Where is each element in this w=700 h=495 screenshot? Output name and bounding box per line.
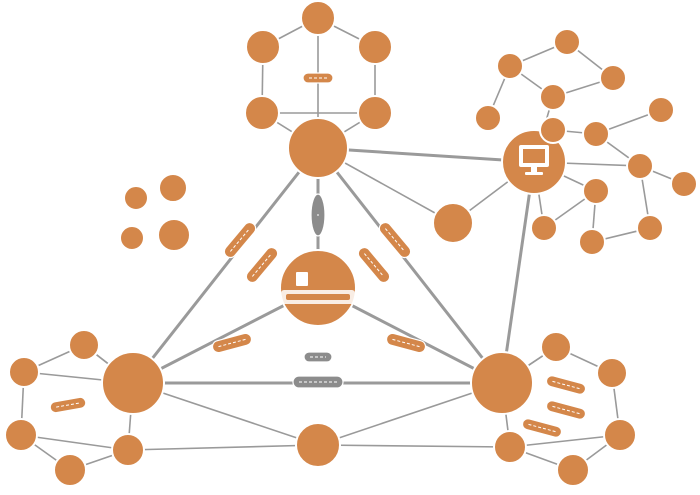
node-lf5 [111,433,145,467]
node-r8 [647,96,675,124]
node-lf1 [68,329,100,361]
connector-pills-layer [49,72,587,438]
node-lf2 [8,356,40,388]
icons-layer [281,145,549,304]
connector-pill-7 [385,332,427,354]
connector-pill-13 [521,418,563,438]
node-l2 [123,185,149,211]
connector-pill-12 [545,400,587,420]
node-t5 [357,95,393,131]
connector-pill-11 [545,375,587,395]
node-rb5 [493,430,527,464]
edge-rt-right [500,161,536,384]
node-r5 [474,104,502,132]
edge-top-rt [317,146,535,164]
edge-bm-right [317,382,503,446]
connector-pill-10 [49,396,87,414]
connector-pill-2 [223,221,257,259]
edge-top-right [316,147,504,384]
node-r1 [496,52,524,80]
node-r7 [582,120,610,148]
monitor-icon [519,145,549,175]
node-t4 [244,95,280,131]
connector-pill-1 [310,193,326,237]
node-bm [295,422,341,468]
node-lf3 [4,418,38,452]
connector-pill-0 [302,72,334,84]
node-t1 [300,0,336,36]
node-left [101,351,165,415]
edge-bm-rb5 [317,444,511,448]
node-r2 [553,28,581,56]
node-l4 [119,225,145,251]
edge-lf5-bm [127,444,319,451]
node-r11 [582,177,610,205]
node-right [470,351,534,415]
connector-pill-8 [303,351,333,363]
node-rb3 [603,418,637,452]
node-l3 [157,218,191,252]
node-r13 [578,228,606,256]
edge-rb3-rb5 [509,434,621,448]
node-r4 [539,83,567,111]
edge-left-bm [132,382,319,446]
node-r10 [670,170,698,198]
node-top [287,117,349,179]
connector-pill-4 [378,221,412,259]
connector-pill-6 [211,332,253,354]
document-icon [281,272,355,304]
node-rb2 [596,357,628,389]
edge-top-left [131,147,320,384]
connector-pill-3 [245,246,279,284]
node-l1 [158,173,188,203]
node-m1 [432,202,474,244]
node-lf4 [53,453,87,487]
edge-lf3-lf5 [20,434,129,451]
nodes-layer [4,0,698,487]
node-r3 [599,64,627,92]
node-t3 [357,29,393,65]
node-rb4 [556,453,590,487]
node-center [279,249,357,327]
node-r12 [530,214,558,242]
node-r6 [539,116,567,144]
connector-pill-5 [357,246,391,284]
node-rb1 [540,331,572,363]
connector-pill-9 [292,375,344,389]
node-t2 [245,29,281,65]
node-r9 [626,152,654,180]
node-r14 [636,214,664,242]
